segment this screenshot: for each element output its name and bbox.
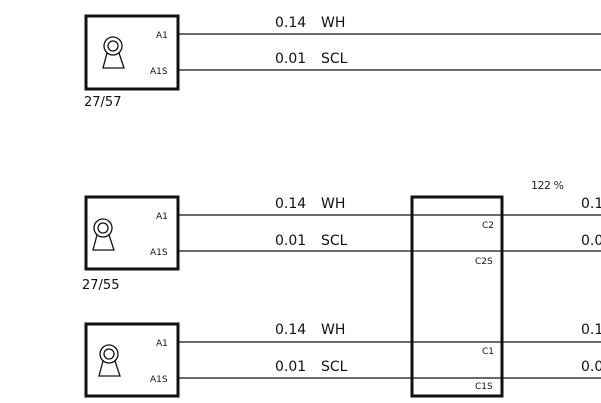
wire-a1s-to-c1s[interactable]: 0.01 SCL [178,359,601,379]
component-box [84,322,180,398]
component-27-57[interactable]: A1 A1S 27/57 [84,14,180,110]
wire-color: SCL [321,359,348,375]
wire-gauge: 0.14 [275,322,306,338]
wire-color: SCL [321,233,348,249]
wire-gauge: 0.14 [275,196,306,212]
component-27-55[interactable]: A1 A1S 27/55 [82,195,180,293]
wire-a1-to-c1[interactable]: 0.14 WH [178,322,601,343]
component-3[interactable]: A1 A1S [84,322,180,398]
pin-label-a1s: A1S [150,67,168,77]
right-wire-label: 0.0 [581,359,601,375]
pin-label-a1s: A1S [150,375,168,385]
wire-color: WH [321,322,345,338]
right-wire-label: 0.1 [581,196,601,212]
component-id: 27/57 [84,95,121,110]
pin-label-a1: A1 [156,339,168,349]
sensor-icon [98,344,121,377]
wire-gauge: 0.01 [275,359,306,375]
wire-a1s[interactable]: 0.01 SCL [178,51,601,71]
sensor-icon [92,218,115,251]
wire-a1s-to-c2s[interactable]: 0.01 SCL [178,233,601,252]
component-box [84,195,180,271]
connector-pin-c1: C1 [482,347,494,357]
sensor-icon [102,36,125,69]
pin-label-a1s: A1S [150,248,168,258]
wire-a1[interactable]: 0.14 WH [178,15,601,35]
wire-gauge: 0.01 [275,51,306,67]
connector-block[interactable]: C2 C2S C1 C1S [410,195,504,398]
connector-pin-c1s: C1S [475,382,493,392]
component-box [84,14,180,91]
connector-pin-c2s: C2S [475,257,493,267]
zoom-level: 122 % [531,179,563,192]
wire-color: WH [321,196,345,212]
component-id: 27/55 [82,278,119,293]
connector-box [410,195,504,398]
wire-gauge: 0.14 [275,15,306,31]
pin-label-a1: A1 [156,212,168,222]
right-wire-label: 0.1 [581,322,601,338]
right-wire-label: 0.0 [581,233,601,249]
wire-color: WH [321,15,345,31]
connector-pin-c2: C2 [482,221,494,231]
pin-label-a1: A1 [156,31,168,41]
wire-gauge: 0.01 [275,233,306,249]
wire-a1-to-c2[interactable]: 0.14 WH [178,196,601,216]
wire-color: SCL [321,51,348,67]
